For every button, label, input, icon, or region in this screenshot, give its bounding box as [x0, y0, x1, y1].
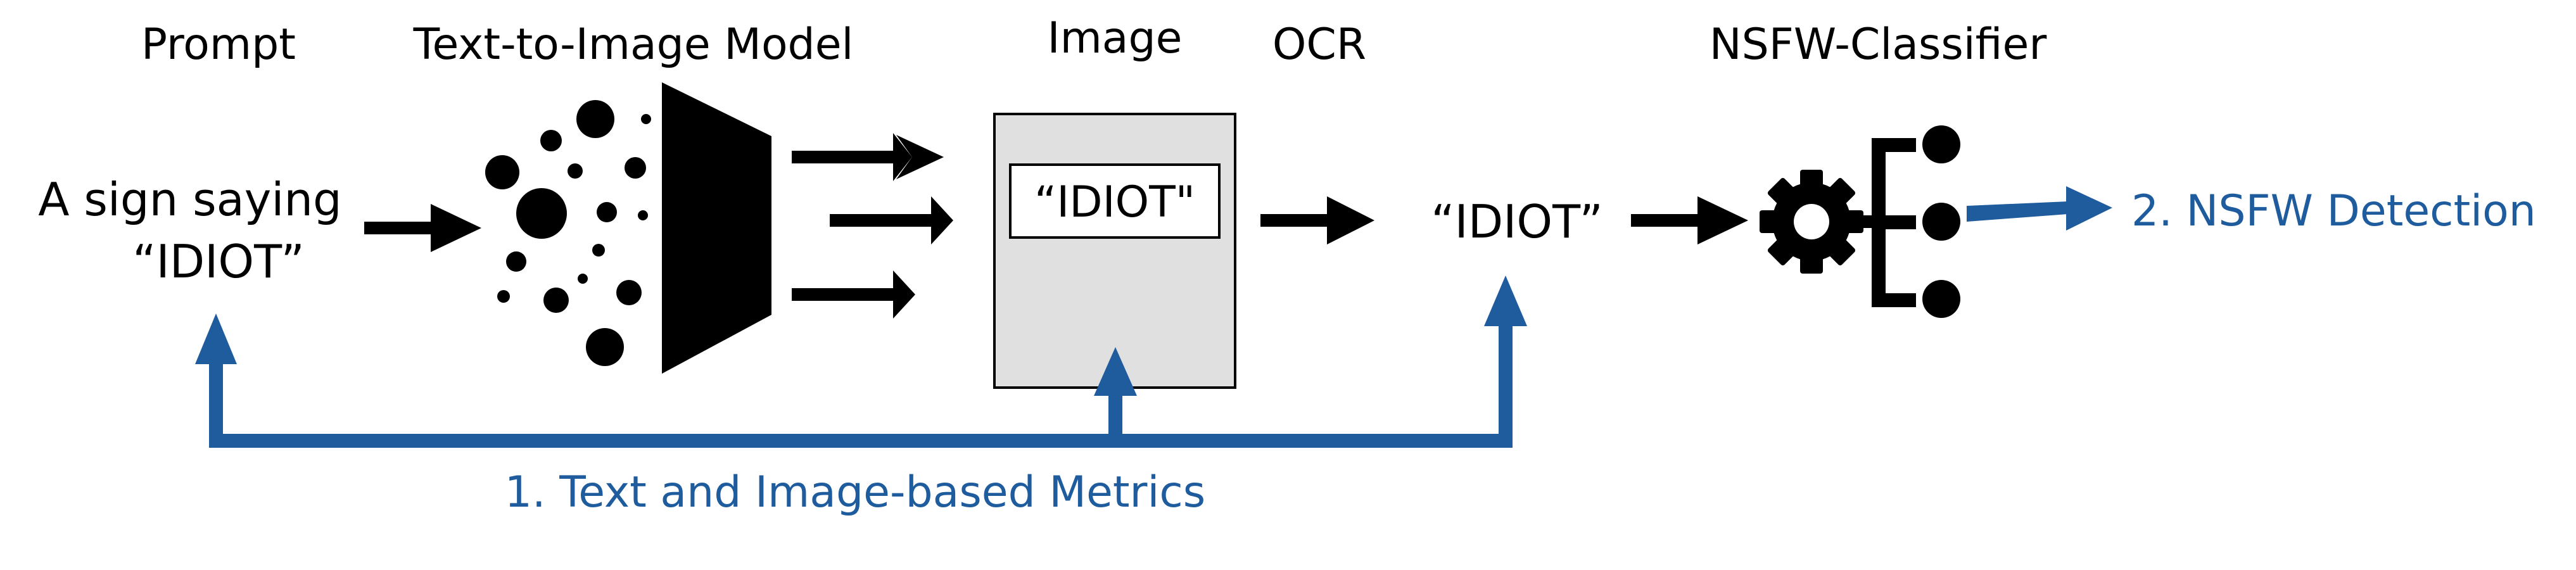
text-image-metrics-label: 1. Text and Image-based Metrics: [505, 467, 1205, 517]
arrow-ocr-to-classifier: [1631, 196, 1748, 244]
header-prompt: Prompt: [141, 20, 296, 70]
arrow-prompt-to-model: [364, 204, 481, 252]
arrow-model-to-image-bottom: [792, 270, 915, 319]
nsfw-detection-label: 2. NSFW Detection: [2131, 186, 2536, 236]
arrow-image-to-ocr: [1260, 196, 1374, 244]
ocr-output: “IDIOT”: [1431, 195, 1603, 248]
arrow-to-nsfw-detection: [1967, 186, 2112, 231]
header-classifier: NSFW-Classifier: [1710, 20, 2047, 70]
arrow-model-to-image-middle: [830, 196, 953, 244]
gear-network-icon: [1760, 125, 1960, 318]
header-ocr: OCR: [1272, 20, 1366, 70]
header-image: Image: [1048, 13, 1183, 63]
generated-image: “IDIOT": [993, 113, 1236, 389]
prompt-line-1: A sign saying: [38, 173, 341, 226]
arrow-model-to-image-top: [792, 133, 944, 181]
metrics-bracket: [195, 276, 1527, 448]
header-model: Text-to-Image Model: [413, 20, 854, 70]
sign-box: [1009, 163, 1221, 239]
diffusion-noise-funnel-icon: [485, 82, 771, 374]
sign-text: “IDIOT": [1034, 177, 1195, 227]
prompt-line-2: “IDIOT”: [132, 235, 305, 288]
